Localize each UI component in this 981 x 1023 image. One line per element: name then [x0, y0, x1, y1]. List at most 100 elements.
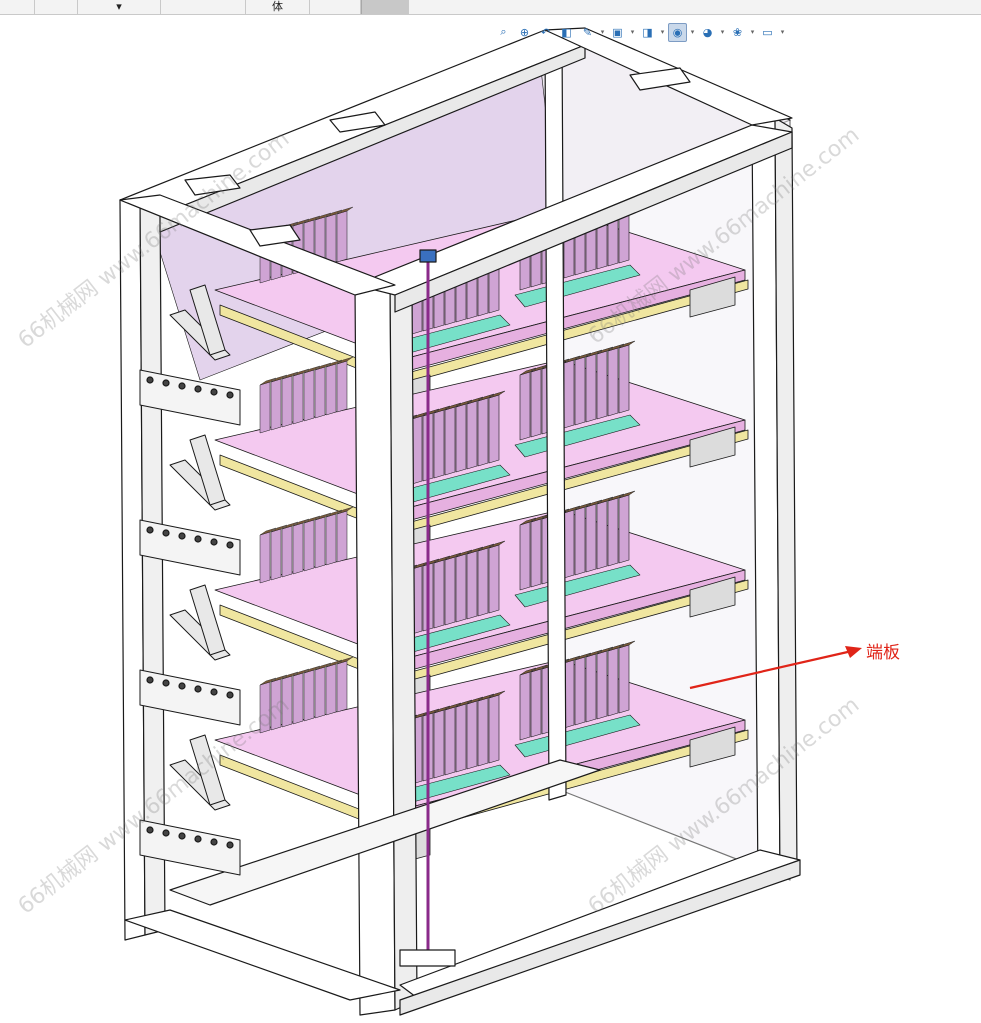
battery-cell	[618, 644, 630, 714]
battery-cell	[270, 528, 282, 581]
battery-cell	[336, 660, 348, 713]
apply-scene-icon[interactable]: ❀	[732, 25, 743, 39]
dropdown-caret-icon[interactable]: ▾	[660, 28, 665, 36]
bolt-icon	[210, 838, 218, 846]
battery-cell	[530, 518, 542, 588]
battery-terminal	[444, 552, 462, 561]
battery-cell	[607, 347, 619, 417]
battery-terminal	[519, 517, 537, 526]
battery-cell	[618, 494, 630, 564]
hide-show-items-icon[interactable]: ◉	[668, 22, 687, 42]
bolt-icon	[178, 382, 186, 390]
bolt-icon	[226, 691, 234, 699]
battery-cell	[563, 509, 575, 579]
battery-terminal	[433, 705, 451, 714]
battery-terminal	[325, 209, 343, 218]
view-settings-icon[interactable]: ▭	[762, 25, 773, 39]
bolt-icon	[226, 541, 234, 549]
tab-7[interactable]	[361, 0, 409, 14]
battery-cell	[336, 360, 348, 413]
battery-cell	[466, 700, 478, 770]
battery-terminal	[596, 646, 614, 655]
battery-terminal	[336, 356, 354, 365]
dropdown-caret-icon[interactable]: ▾	[630, 28, 635, 36]
zoom-to-fit-icon[interactable]: ⌕	[500, 25, 507, 38]
side-bracket	[139, 284, 241, 426]
dropdown-caret-icon[interactable]: ▾	[780, 28, 785, 36]
battery-cell	[618, 344, 630, 414]
dropdown-caret-icon[interactable]: ▾	[690, 28, 695, 36]
battery-terminal	[488, 540, 506, 549]
battery-terminal	[303, 365, 321, 374]
battery-terminal	[281, 521, 299, 530]
battery-terminal	[563, 505, 581, 514]
battery-terminal	[314, 512, 332, 521]
end-bracket	[689, 276, 736, 318]
battery-cell	[433, 409, 445, 479]
zoom-to-area-icon[interactable]: ⊕	[519, 25, 530, 39]
battery-cell	[607, 647, 619, 717]
side-bracket	[139, 584, 241, 726]
section-view-icon[interactable]: ◧	[561, 25, 572, 39]
battery-terminal	[596, 496, 614, 505]
battery-cell	[477, 697, 489, 767]
battery-terminal	[303, 665, 321, 674]
tab-3[interactable]: ▾	[78, 0, 161, 14]
battery-terminal	[477, 693, 495, 702]
tab-4[interactable]	[161, 0, 246, 14]
dropdown-caret-icon[interactable]: ▾	[750, 28, 755, 36]
battery-terminal	[281, 671, 299, 680]
battery-terminal	[336, 506, 354, 515]
battery-cell	[281, 525, 293, 578]
battery-terminal	[292, 518, 310, 527]
battery-terminal	[292, 218, 310, 227]
battery-terminal	[574, 502, 592, 511]
bolt-icon	[146, 526, 154, 534]
battery-rack-model[interactable]	[0, 15, 981, 1023]
battery-terminal	[585, 349, 603, 358]
battery-terminal	[325, 659, 343, 668]
battery-cell	[519, 521, 531, 591]
battery-cell	[466, 550, 478, 620]
dropdown-caret-icon[interactable]: ▾	[600, 28, 605, 36]
battery-terminal	[596, 346, 614, 355]
battery-cell	[519, 671, 531, 741]
battery-cell	[530, 368, 542, 438]
bolt-icon	[162, 679, 170, 687]
bolt-icon	[146, 376, 154, 384]
view-orientation-icon[interactable]: ▣	[612, 25, 623, 39]
battery-cell	[607, 497, 619, 567]
tab-8[interactable]	[408, 0, 981, 14]
linkage-arm	[189, 434, 226, 506]
battery-cell	[325, 363, 337, 416]
battery-terminal	[270, 374, 288, 383]
tab-2[interactable]	[35, 0, 78, 14]
bolt-icon	[210, 538, 218, 546]
battery-cell	[488, 694, 500, 764]
edit-appearance-icon[interactable]: ◕	[702, 25, 713, 39]
battery-cell	[292, 372, 304, 425]
battery-cell	[455, 403, 467, 473]
bolt-icon	[146, 826, 154, 834]
previous-view-icon[interactable]: ↶	[540, 25, 551, 39]
battery-cell	[530, 668, 542, 738]
battery-terminal	[607, 643, 625, 652]
battery-terminal	[433, 555, 451, 564]
battery-terminal	[607, 343, 625, 352]
battery-cell	[303, 369, 315, 422]
tab-5[interactable]: 体	[246, 0, 310, 14]
battery-terminal	[314, 362, 332, 371]
battery-cell	[325, 213, 337, 266]
display-style-icon[interactable]: ◨	[642, 25, 653, 39]
dynamic-annotation-icon[interactable]: ✎	[582, 25, 593, 39]
battery-terminal	[607, 493, 625, 502]
spacer-block	[514, 564, 641, 608]
dropdown-caret-icon[interactable]: ▾	[720, 28, 725, 36]
tab-6[interactable]	[310, 0, 361, 14]
battery-shelf[interactable]	[214, 490, 749, 714]
battery-cell	[314, 366, 326, 419]
tab-1[interactable]	[0, 0, 35, 14]
graphics-area[interactable]: 66机械网 www.66machine.com 66机械网 www.66mach…	[0, 15, 981, 1023]
battery-terminal	[444, 702, 462, 711]
battery-shelf[interactable]	[214, 340, 749, 564]
